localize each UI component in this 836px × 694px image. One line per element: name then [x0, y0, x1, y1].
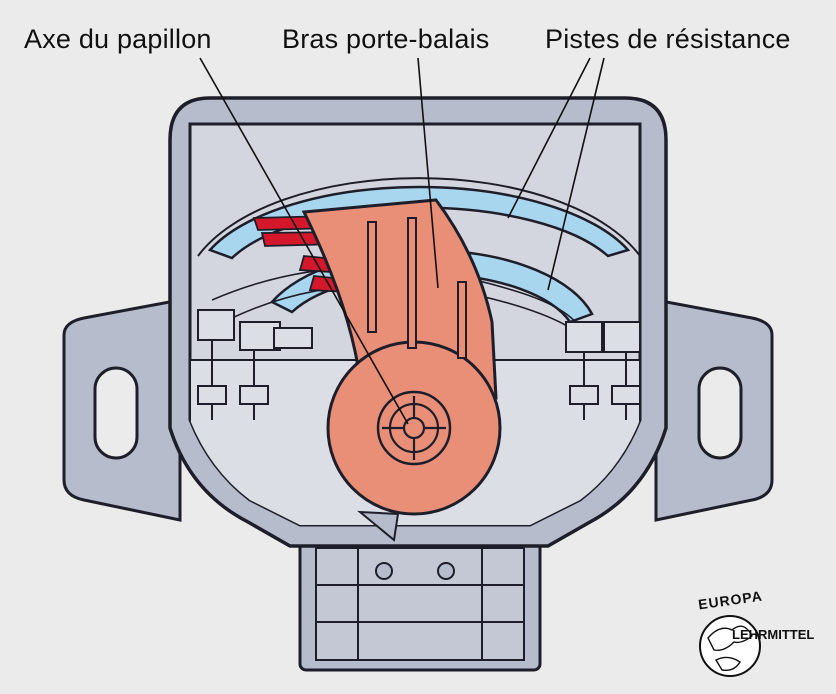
label-axe-du-papillon: Axe du papillon — [24, 24, 212, 54]
throttle-shaft-icon — [382, 396, 446, 460]
globe-icon — [699, 615, 761, 677]
logo-lehrmittel-text: LEHRMITTEL — [732, 627, 815, 642]
outer-track-substrate — [197, 177, 640, 257]
arm-base-link — [357, 510, 400, 542]
wiper-arm-slots — [367, 217, 467, 359]
right-mounting-hole — [697, 366, 743, 460]
mounting-flange — [62, 298, 774, 522]
europa-lehrmittel-logo: EUROPA LEHRMITTEL — [686, 588, 826, 686]
label-bras-porte-balais: Bras porte-balais — [282, 24, 490, 54]
connector-housing — [298, 533, 542, 672]
terminal-pins — [197, 309, 640, 420]
left-mounting-hole — [93, 366, 139, 460]
leader-lines — [199, 57, 605, 425]
label-pistes-de-resistance: Pistes de résistance — [545, 24, 791, 54]
